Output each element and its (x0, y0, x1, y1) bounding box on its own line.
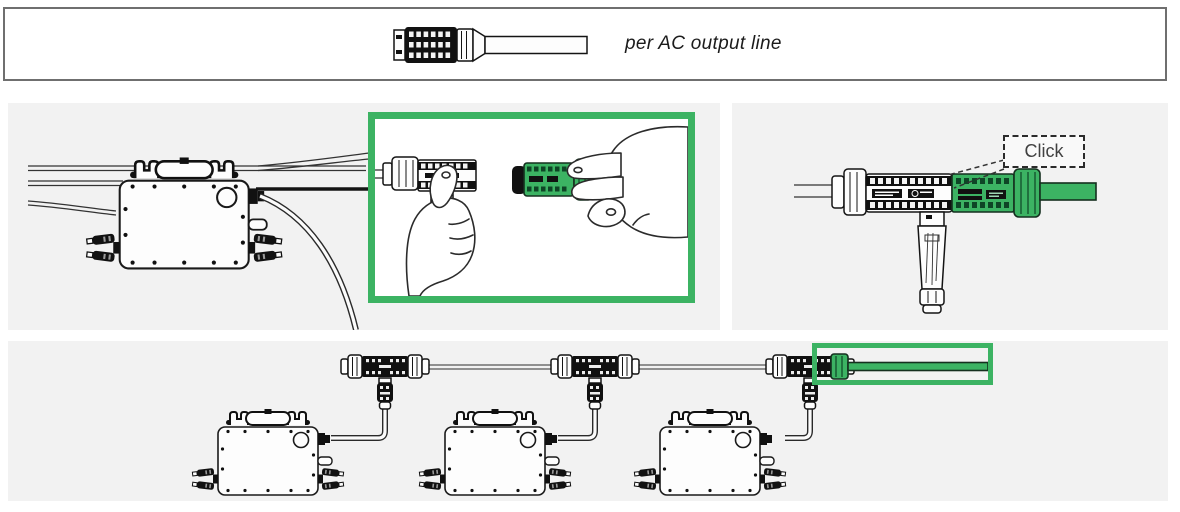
step-click-panel: Click (732, 103, 1168, 330)
per-ac-output-line-label: per AC output line (625, 33, 782, 54)
right-hand-illustration (566, 125, 688, 239)
ac-output-connector-icon (393, 27, 588, 63)
click-leader-line (953, 168, 1005, 189)
drop-connector (917, 211, 947, 314)
connector-head (393, 27, 457, 63)
cable (484, 35, 588, 55)
hands-connecting-illustration (375, 125, 688, 296)
trunk-cable (427, 364, 768, 370)
click-callout: Click (1003, 135, 1085, 168)
t-connector-2 (550, 354, 640, 410)
daisy-chain-panel (8, 341, 1168, 501)
click-label: Click (1024, 141, 1064, 161)
step-connect-panel (8, 103, 720, 330)
trunk-end-highlight-frame (812, 343, 993, 385)
connect-step-highlight-frame (368, 112, 695, 303)
microinverter-3 (634, 409, 786, 495)
connector-nut (456, 27, 486, 63)
green-ac-cable (1039, 182, 1097, 201)
mounted-microinverter-illustration (27, 152, 370, 330)
ac-drop-cable (258, 193, 359, 330)
legend-panel: per AC output line (3, 7, 1167, 81)
microinverter (86, 157, 282, 268)
microinverter-2 (419, 409, 571, 495)
t-connector-1 (340, 354, 430, 410)
microinverter-1 (192, 409, 344, 495)
drop-cables (331, 407, 813, 441)
click-leader-line (947, 159, 1005, 176)
mated-connector-illustration (794, 159, 1097, 314)
left-hand-illustration (405, 164, 476, 296)
daisy-chain-illustration (8, 353, 989, 501)
